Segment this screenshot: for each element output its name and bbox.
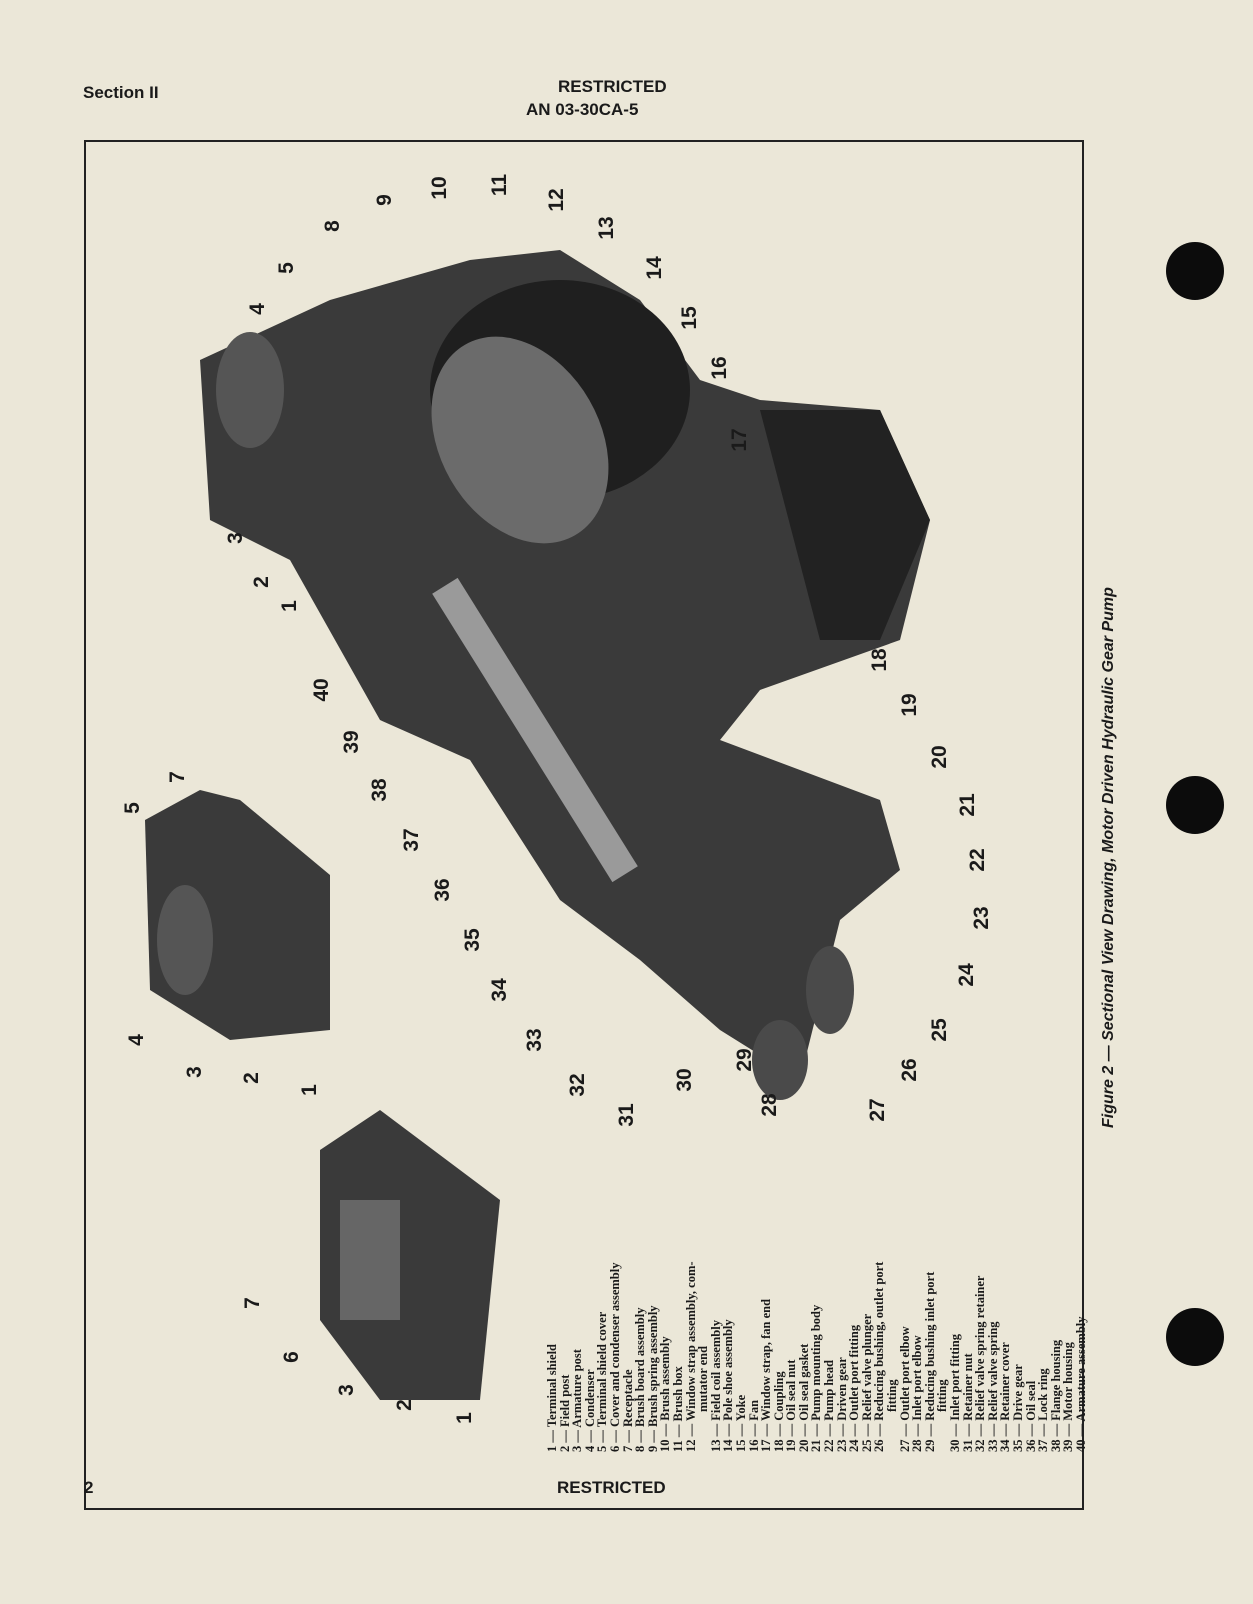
callout-37: 37 [400,828,423,852]
callout-2: 2 [250,576,273,588]
callout-2: 2 [393,1399,416,1411]
legend-item: 6 — Cover and condenser assembly [607,1262,622,1452]
callout-3: 3 [335,1384,358,1396]
callout-11: 11 [488,173,511,197]
legend-item: mutator end [696,1345,711,1412]
callout-35: 35 [461,928,484,952]
legend-item: 3 — Armature post [570,1349,585,1452]
callout-2: 2 [240,1072,263,1084]
callout-3: 3 [224,532,247,544]
callout-7: 7 [241,1297,264,1309]
callout-29: 29 [733,1048,756,1072]
callout-1: 1 [298,1084,321,1096]
classification-footer: RESTRICTED [557,1478,666,1497]
punch-hole [1166,776,1224,834]
callout-9: 9 [373,194,396,206]
callout-7: 7 [166,771,189,783]
legend-item: fitting [885,1379,900,1412]
figure-caption: Figure 2 — Sectional View Drawing, Motor… [1100,587,1117,1128]
callout-28: 28 [758,1093,781,1117]
legend-item: 8 — Brush board assembly [633,1307,648,1452]
legend-item: 17 — Window strap, fan end [759,1298,774,1452]
callout-1: 1 [453,1412,476,1424]
legend-item: 19 — Oil seal nut [784,1359,799,1452]
callout-17: 17 [728,428,751,452]
callout-20: 20 [928,745,951,769]
callout-5: 5 [275,262,298,274]
callout-32: 32 [566,1073,589,1097]
callout-30: 30 [673,1068,696,1092]
callout-8: 8 [321,220,344,232]
callout-36: 36 [431,878,454,902]
callout-10: 10 [428,176,451,200]
legend-item: 35 — Drive gear [1010,1364,1025,1452]
legend-item: 1 — Terminal shield [545,1343,559,1452]
callout-39: 39 [340,730,363,754]
callout-4: 4 [246,303,269,315]
document-number: AN 03-30CA-5 [526,100,639,119]
inset-drawing-2 [320,1110,500,1400]
callout-18: 18 [868,648,891,672]
callout-5: 5 [121,802,144,814]
callout-1: 1 [278,600,301,612]
callout-38: 38 [368,778,391,802]
callout-16: 16 [708,356,731,380]
legend-item: 40 — Armature assembly [1073,1316,1088,1452]
callout-3: 3 [183,1066,206,1078]
callout-34: 34 [488,978,511,1002]
callout-27: 27 [866,1098,889,1122]
main-cutaway-drawing [200,250,930,1100]
callout-22: 22 [966,848,989,872]
callout-6: 6 [280,1351,303,1363]
legend-item: 37 — Lock ring [1036,1368,1051,1452]
section-label: Section II [83,83,159,102]
legend-item: 32 — Relief valve spring retainer [973,1275,988,1452]
callout-15: 15 [678,306,701,330]
classification-header: RESTRICTED [558,77,667,96]
callout-24: 24 [955,963,978,987]
callout-40: 40 [310,678,333,702]
inset-drawing-1 [145,790,330,1040]
callout-33: 33 [523,1028,546,1052]
legend-item: 15 — Yoke [733,1394,748,1452]
callout-19: 19 [898,693,921,717]
callout-12: 12 [545,188,568,212]
callout-14: 14 [643,256,666,280]
legend-item: 28 — Inlet port elbow [910,1335,925,1452]
callout-23: 23 [970,906,993,930]
legend-item: 24 — Outlet port fitting [847,1324,862,1452]
callout-31: 31 [615,1103,638,1127]
legend-item: 11 — Brush box [670,1366,685,1452]
punch-hole [1166,242,1224,300]
callout-4: 4 [125,1034,148,1046]
figure-frame [84,140,1084,1510]
callout-25: 25 [928,1018,951,1042]
legend-item: 22 — Pump head [822,1359,837,1452]
callout-26: 26 [898,1058,921,1082]
callout-13: 13 [595,216,618,240]
punch-hole [1166,1308,1224,1366]
page-number: 2 [84,1478,94,1497]
callout-21: 21 [956,793,979,817]
legend-item: 30 — Inlet port fitting [948,1333,962,1452]
